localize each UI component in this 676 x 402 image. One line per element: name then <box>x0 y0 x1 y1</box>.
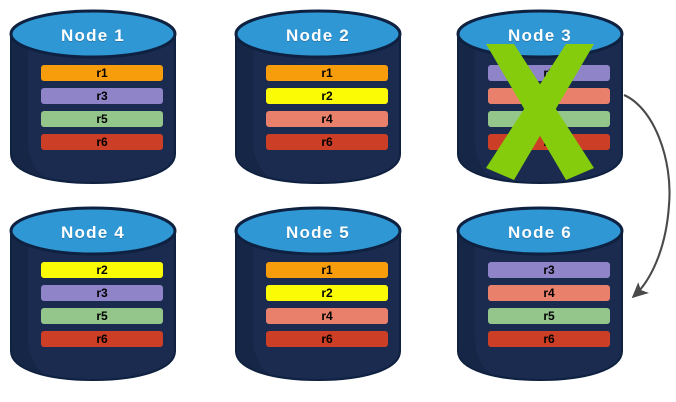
replica-bar[interactable]: r1 <box>266 262 388 278</box>
cylinder-shading <box>11 231 46 376</box>
replica-bar[interactable]: r6 <box>266 134 388 150</box>
replica-list: r3 r4 r5 r6 <box>488 65 610 150</box>
replica-bar[interactable]: r3 <box>488 65 610 81</box>
cylinder-top-ellipse <box>234 9 402 59</box>
replica-bar[interactable]: r2 <box>41 262 163 278</box>
cylinder-shading <box>11 34 46 179</box>
replica-bar[interactable]: r4 <box>488 285 610 301</box>
replica-bar[interactable]: r5 <box>488 111 610 127</box>
replica-list: r1 r2 r4 r6 <box>266 65 388 150</box>
cylinder-top-ellipse <box>234 206 402 256</box>
cylinder-shading <box>458 34 493 179</box>
replica-bar[interactable]: r5 <box>41 111 163 127</box>
replica-bar[interactable]: r4 <box>266 308 388 324</box>
replica-bar[interactable]: r2 <box>266 285 388 301</box>
replica-bar[interactable]: r2 <box>266 88 388 104</box>
replica-list: r2 r3 r5 r6 <box>41 262 163 347</box>
replica-bar[interactable]: r6 <box>266 331 388 347</box>
replica-list: r1 r2 r4 r6 <box>266 262 388 347</box>
cylinder-shading <box>236 231 271 376</box>
replica-bar[interactable]: r4 <box>266 111 388 127</box>
replica-bar[interactable]: r6 <box>488 331 610 347</box>
replica-bar[interactable]: r3 <box>41 285 163 301</box>
replica-bar[interactable]: r6 <box>41 331 163 347</box>
replica-bar[interactable]: r1 <box>41 65 163 81</box>
cylinder-shading <box>236 34 271 179</box>
replica-bar[interactable]: r3 <box>41 88 163 104</box>
replica-bar[interactable]: r4 <box>488 88 610 104</box>
failover-arrow-icon <box>623 94 671 299</box>
cylinder-shading <box>458 231 493 376</box>
cylinder-top-ellipse <box>9 206 177 256</box>
replica-bar[interactable]: r6 <box>41 134 163 150</box>
replica-list: r1 r3 r5 r6 <box>41 65 163 150</box>
replica-bar[interactable]: r1 <box>266 65 388 81</box>
replica-bar[interactable]: r3 <box>488 262 610 278</box>
replica-bar[interactable]: r5 <box>41 308 163 324</box>
cylinder-top-ellipse <box>456 206 624 256</box>
cylinder-top-ellipse <box>9 9 177 59</box>
cylinder-top-ellipse <box>456 9 624 59</box>
replica-bar[interactable]: r6 <box>488 134 610 150</box>
replica-list: r3 r4 r5 r6 <box>488 262 610 347</box>
replica-bar[interactable]: r5 <box>488 308 610 324</box>
